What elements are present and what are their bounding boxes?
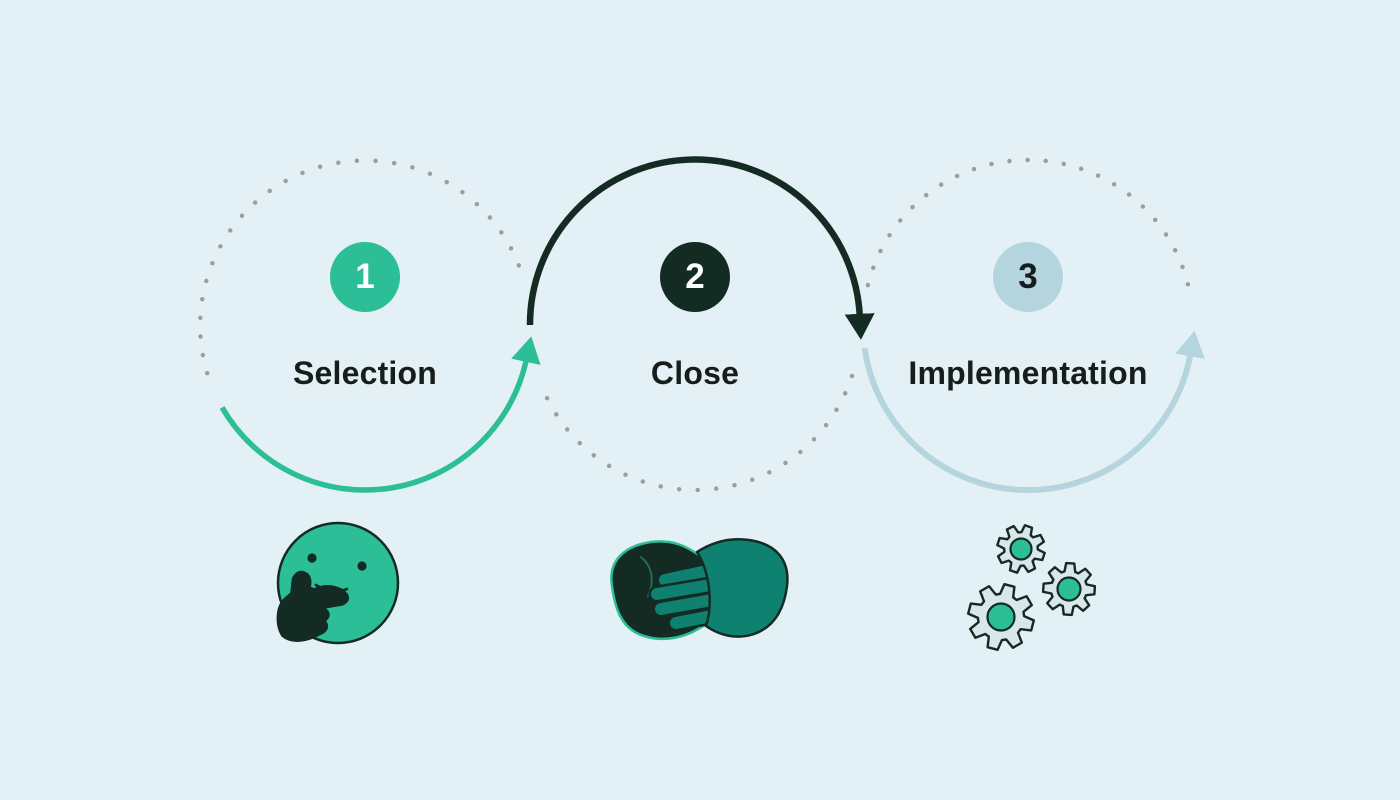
arc-close [526,156,875,340]
handshake-icon [610,538,789,641]
thinking-face-icon [276,521,400,645]
dotted-circle-1 [197,158,527,376]
step-1-label: Selection [292,355,438,391]
step-3-badge: 3 [993,242,1063,312]
step-1-badge: 1 [330,242,400,312]
step-2-label: Close [650,355,740,391]
arc-selection [219,336,541,493]
arc-implementation [861,330,1205,494]
step-2-badge: 2 [660,242,730,312]
gears-icon [967,524,1097,651]
dotted-circle-2 [537,373,855,493]
step-3-label: Implementation [908,355,1148,391]
